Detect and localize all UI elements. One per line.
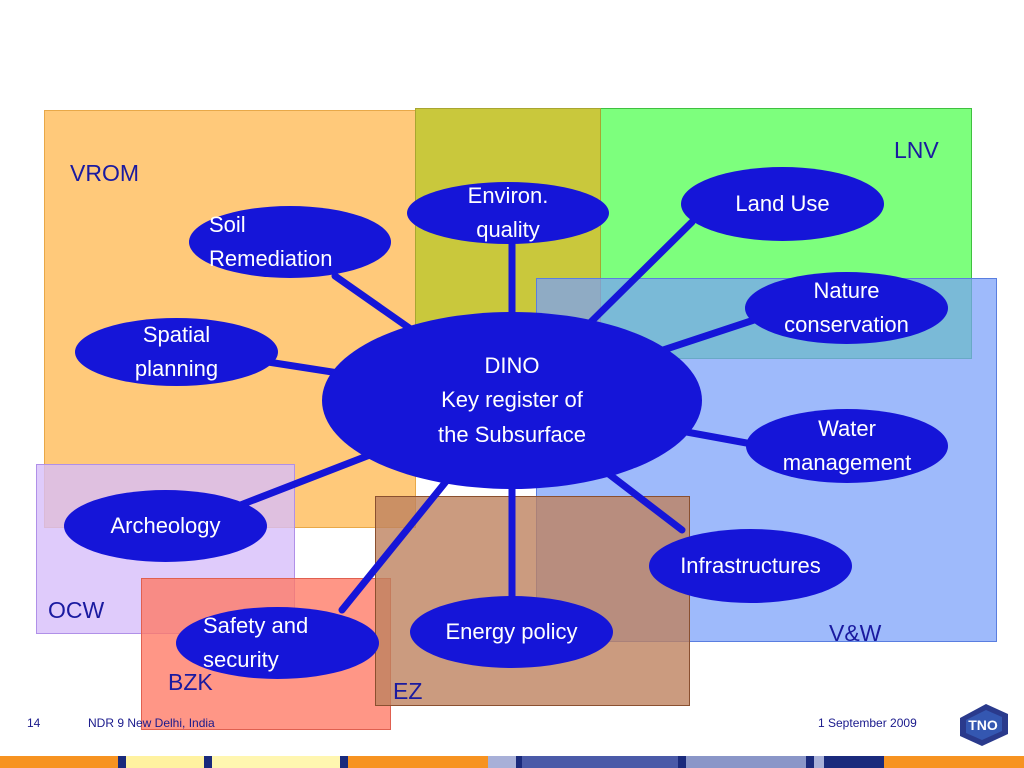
node-land-use: Land Use [681, 167, 884, 241]
footer-event: NDR 9 New Delhi, India [88, 716, 215, 730]
bar-segment [678, 756, 686, 768]
node-label: Energy policy [445, 618, 578, 644]
bar-segment [340, 756, 348, 768]
region-label-ocw: OCW [48, 597, 105, 623]
bar-segment [884, 756, 1024, 768]
bar-segment [212, 756, 340, 768]
node-water-management: Water management [746, 409, 948, 483]
node-label: Water management [782, 415, 912, 475]
bar-segment [522, 756, 678, 768]
node-label: Nature conservation [784, 277, 909, 337]
node-label: Land Use [735, 190, 830, 216]
center-node-dino: DINO Key register of the Subsurface [322, 312, 702, 489]
region-label-vw: V&W [829, 620, 882, 646]
node-soil-remediation: Soil Remediation [189, 206, 391, 278]
bar-segment [0, 756, 118, 768]
node-label: Environ. quality [467, 182, 549, 242]
bar-segment [348, 756, 488, 768]
node-archeology: Archeology [64, 490, 267, 562]
node-label: Spatial planning [134, 321, 219, 381]
node-spatial-planning: Spatial planning [75, 318, 278, 386]
bar-segment [126, 756, 204, 768]
bar-segment [824, 756, 884, 768]
footer-date: 1 September 2009 [818, 716, 917, 730]
node-safety-security: Safety and security [176, 607, 379, 679]
node-environ-quality: Environ. quality [407, 182, 609, 244]
region-label-bzk: BZK [168, 669, 213, 695]
node-label: Archeology [110, 512, 221, 538]
tno-logo: TNO [960, 704, 1008, 746]
node-infrastructures: Infrastructures [649, 529, 852, 603]
node-label: Safety and security [203, 612, 309, 672]
bar-segment [806, 756, 814, 768]
region-label-lnv: LNV [894, 137, 939, 163]
bar-segment [686, 756, 806, 768]
node-label: Infrastructures [680, 552, 821, 578]
bar-segment [814, 756, 824, 768]
node-energy-policy: Energy policy [410, 596, 613, 668]
node-label: Soil Remediation [209, 211, 333, 271]
bar-segment [516, 756, 522, 768]
node-nature-conservation: Nature conservation [745, 272, 948, 344]
bar-segment [118, 756, 126, 768]
bar-segment [488, 756, 516, 768]
center-node-label: DINO Key register of the Subsurface [438, 353, 586, 447]
page-number: 14 [27, 716, 41, 730]
region-label-vrom: VROM [70, 160, 139, 186]
region-label-ez: EZ [393, 678, 423, 704]
bar-segment [204, 756, 212, 768]
tno-logo-text: TNO [968, 717, 998, 733]
